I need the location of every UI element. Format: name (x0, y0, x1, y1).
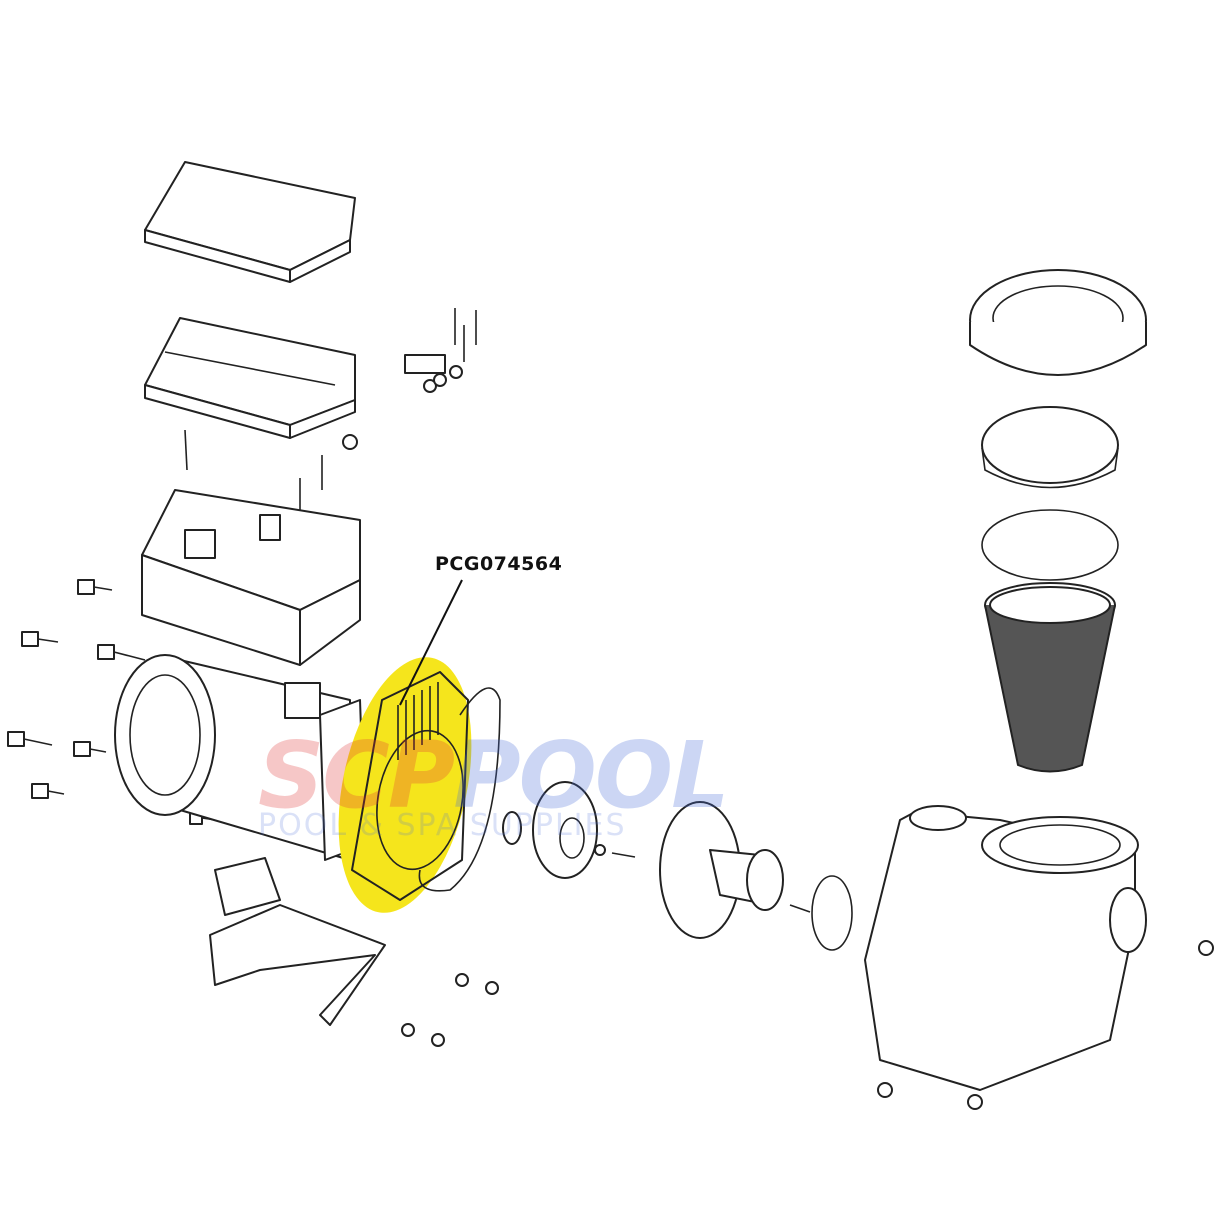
pump-housing (864, 805, 1147, 1110)
diffuser-oring (811, 875, 853, 951)
drive-keypad-cover (144, 317, 356, 439)
lid-oring (981, 509, 1119, 581)
strainer-basket (984, 582, 1116, 773)
seal-plate-highlighted (338, 657, 472, 913)
lid-clamp-ring (969, 269, 1147, 376)
impeller-washer (594, 844, 606, 856)
watermark-brand-scp: SCP (258, 722, 455, 829)
nuts (401, 940, 1214, 1047)
part-number-label: PCG074564 (435, 553, 563, 575)
drive-top-cover (144, 161, 356, 283)
drive-base-housing (141, 489, 361, 666)
shaft-seal (502, 811, 522, 845)
bolts (7, 579, 217, 825)
watermark-tagline: POOL & SPA SUPPLIES (258, 808, 627, 843)
watermark-brand-pool: POOL (453, 722, 729, 829)
diffuser (659, 801, 784, 939)
strainer-lid (981, 406, 1119, 489)
impeller (532, 781, 598, 879)
diffuser-screw (789, 904, 811, 913)
impeller-screw (611, 852, 636, 858)
screws (184, 308, 477, 510)
callout-leader-line (399, 579, 463, 706)
motor-support (209, 857, 386, 1026)
watermark-logo: SCPPOOL (258, 722, 730, 829)
seal-plate-oring (418, 687, 501, 892)
